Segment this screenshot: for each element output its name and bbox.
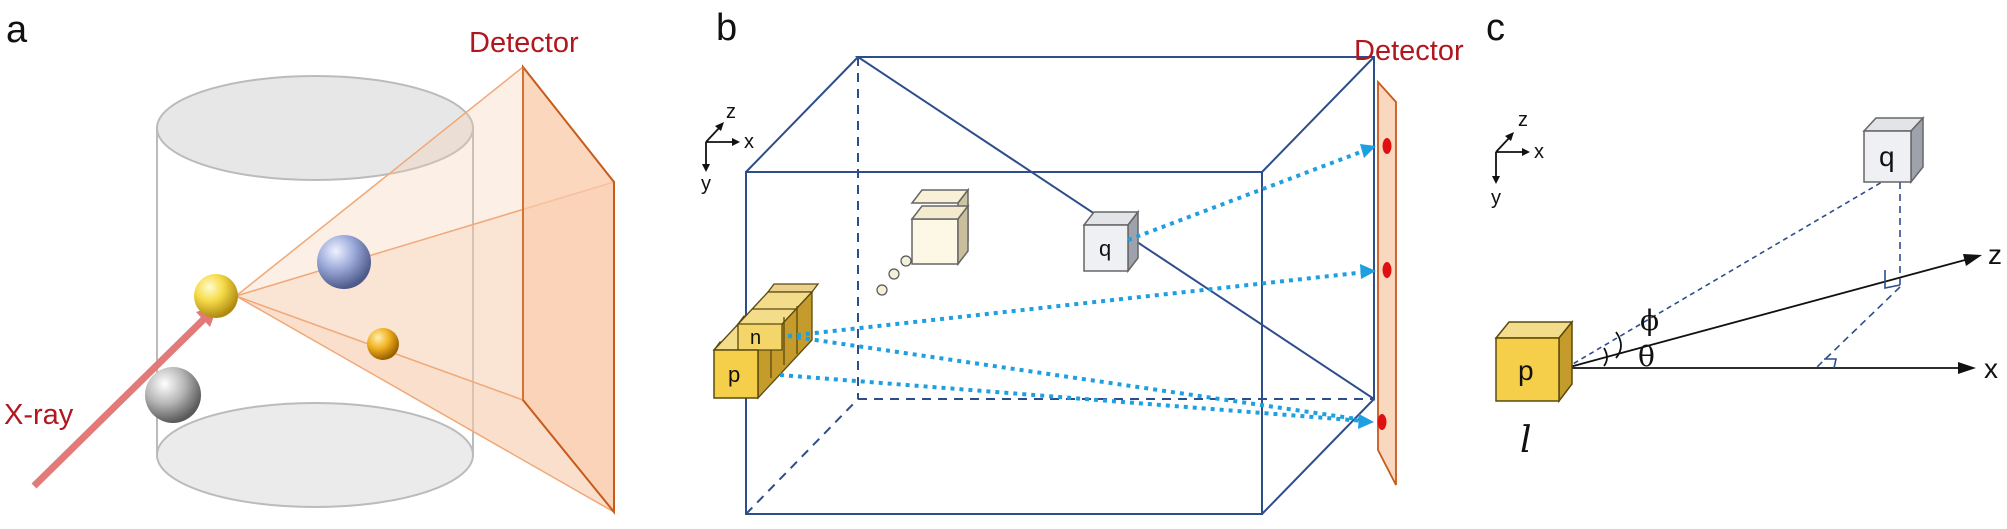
axis-triad-b [702,122,740,172]
phi-label: ϕ [1640,304,1659,337]
cube-p-c [1494,319,1574,404]
spot-2 [1382,262,1392,278]
spot-1 [1382,138,1392,154]
cube-p-label-b: p [728,362,740,387]
x-axis-label: x [1984,353,1998,384]
phi-arc [1615,331,1622,359]
dot-2 [888,268,900,280]
sample-box [745,56,1375,515]
detector-b [1377,79,1397,486]
theta-label: θ [1638,340,1655,373]
x-axis-arrowhead [1958,362,1976,374]
cube-p-b [713,349,759,399]
axis-x-b: x [744,131,754,153]
axis-y-b: y [701,173,711,195]
panel-c-diagram: c z x y x z ϕ θ p l q [1486,7,2002,461]
detector-a [522,64,615,515]
cube-q-label-b: q [1099,236,1111,261]
panel-a: a Detector X-ray [0,0,660,529]
dot-1 [900,255,912,267]
orange-sphere [367,328,399,360]
xray-label: X-ray [4,399,74,431]
panel-b-label: b [716,7,737,49]
panel-b-diagram: b z x y q [701,7,1464,515]
l-label: l [1520,420,1532,461]
blue-sphere [317,235,371,289]
cube-stack-far [910,187,970,267]
panel-c-label: c [1486,7,1505,49]
axis-z-b: z [726,101,736,123]
cube-n-label: n [750,327,761,349]
theta-arc [1603,347,1608,367]
gray-sphere [145,367,201,423]
panel-b: b z x y q [660,0,1464,529]
sample-cylinder [156,75,474,508]
spot-3 [1377,414,1387,430]
cube-n [737,323,783,351]
yellow-sphere [194,274,238,318]
z-axis-arrowhead [1963,254,1982,266]
detector-label-a: Detector [469,27,579,59]
panel-c: c z x y x z ϕ θ p l q [1420,0,2007,529]
cube-p-label-c: p [1518,355,1534,386]
diffraction-fan [235,66,615,513]
projection-lines [1565,181,1901,369]
axis-y-c: y [1491,187,1501,209]
z-axis-label: z [1988,239,2002,270]
ray-arrowheads [1358,144,1376,429]
diffracted-rays [779,148,1367,423]
panel-a-label: a [6,9,28,51]
dot-3 [876,284,888,296]
cube-q-c [1862,116,1925,185]
z-axis-line [1565,259,1966,369]
panel-a-diagram: a Detector X-ray [4,9,615,515]
detector-label-b: Detector [1354,35,1464,67]
axis-x-c: x [1534,141,1544,163]
cube-q-b [1082,209,1140,274]
cube-q-label-c: q [1879,141,1895,172]
axis-z-c: z [1518,109,1528,131]
axis-triad-c [1492,132,1530,184]
